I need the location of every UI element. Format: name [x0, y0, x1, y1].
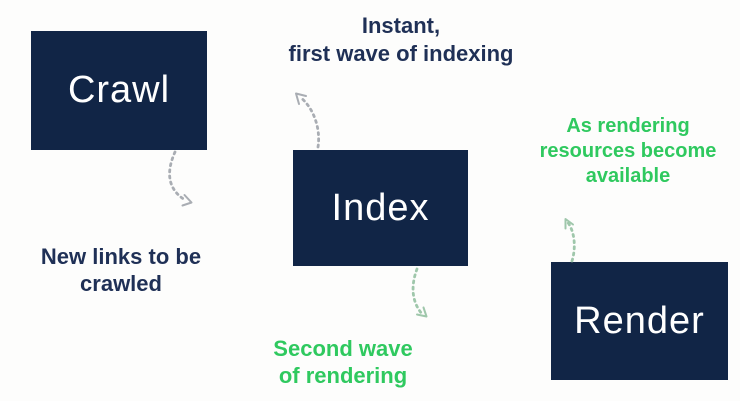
- arrow-crawl-down-icon: [168, 150, 193, 207]
- as-rendering-resources-note: As rendering resources become available: [539, 115, 717, 187]
- new-links-note: New links to be crawled: [40, 244, 202, 296]
- index-box: Index: [293, 150, 468, 266]
- arrow-render-up-icon: [564, 218, 576, 263]
- second-wave-note: Second wave of rendering: [273, 336, 413, 388]
- crawl-box-label: Crawl: [67, 69, 171, 111]
- crawl-box: Crawl: [31, 31, 207, 150]
- render-box: Render: [551, 262, 728, 380]
- arrow-index-down-icon: [411, 267, 428, 318]
- arrow-index-up-icon: [295, 92, 321, 149]
- index-box-label: Index: [331, 186, 430, 229]
- render-box-label: Render: [574, 299, 705, 342]
- instant-first-wave-note: Instant, first wave of indexing: [288, 13, 514, 66]
